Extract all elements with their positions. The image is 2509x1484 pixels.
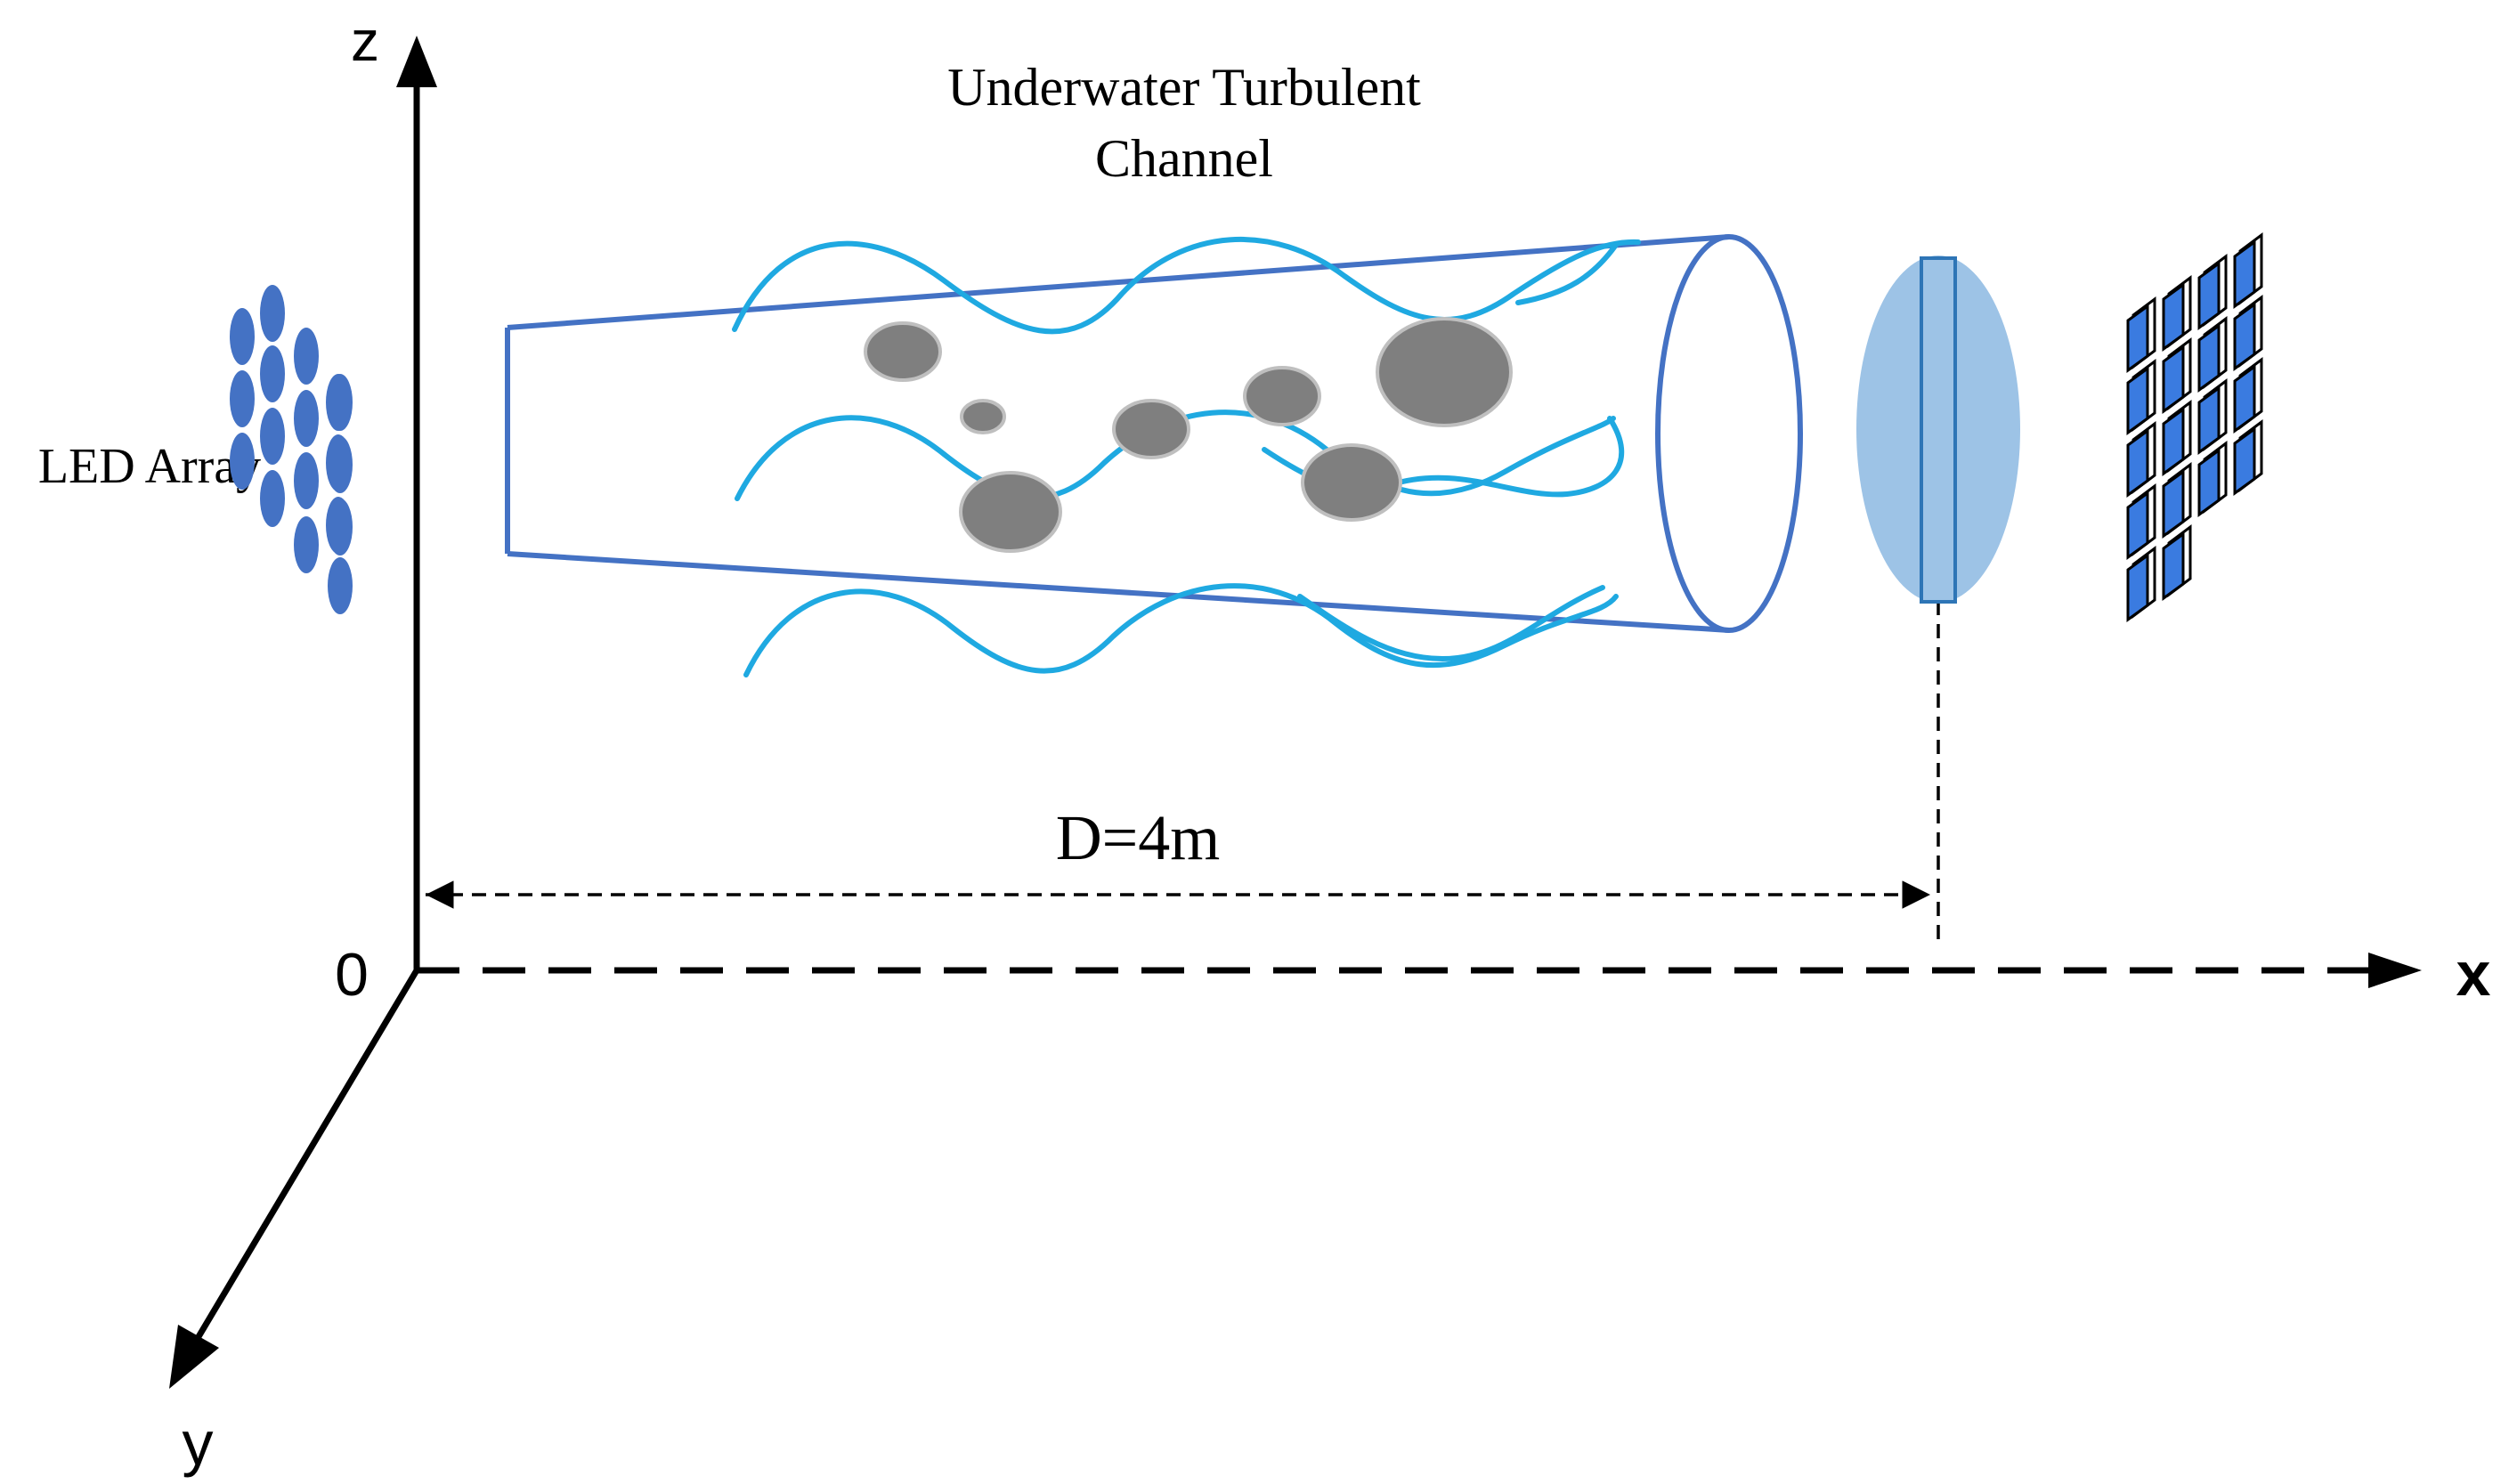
channel-title-line2: Channel [1095, 129, 1273, 188]
distance-dimension: D=4m [426, 601, 1940, 942]
distance-label: D=4m [1056, 802, 1221, 873]
detector-cell [2197, 448, 2221, 517]
detector-cell [2197, 385, 2221, 455]
particle [1112, 399, 1190, 459]
detector-cell [2233, 364, 2256, 434]
channel-cylinder [505, 234, 1803, 633]
y-axis-line [191, 969, 420, 1346]
detector-cell [2126, 553, 2149, 622]
particle [1243, 366, 1321, 426]
detector-cell [2126, 366, 2149, 435]
y-axis-arrow [169, 1325, 219, 1389]
particle [864, 321, 942, 382]
detector-cell [2162, 531, 2185, 601]
detector-cell [2162, 469, 2185, 539]
channel-title-line1: Underwater Turbulent [947, 58, 1421, 117]
detector-cell [2126, 428, 2149, 498]
particle [1301, 443, 1402, 522]
lens-icon [1856, 255, 2020, 604]
z-axis-arrow [396, 36, 437, 87]
led-array-front-column [328, 374, 353, 614]
axis-z-label: z [351, 9, 379, 73]
detector-cell [2126, 304, 2149, 373]
channel-end-ellipse [1655, 234, 1803, 633]
axis-y-label: y [183, 1408, 214, 1478]
particle [1376, 317, 1513, 427]
axis-x-label: x [2456, 939, 2491, 1009]
detector-array-icon [2126, 232, 2263, 622]
x-axis-arrow [2368, 953, 2422, 988]
particle [959, 471, 1062, 553]
detector-cell [2233, 302, 2256, 371]
detector-cell [2233, 426, 2256, 496]
turbulence-waves [732, 236, 1641, 677]
detector-cell [2162, 282, 2185, 352]
particle [960, 399, 1006, 434]
detector-cell [2162, 345, 2185, 414]
detector-cell [2126, 491, 2149, 560]
axes: z x y 0 [169, 9, 2491, 1478]
detector-cell [2197, 261, 2221, 330]
detector-cell [2162, 407, 2185, 476]
led-array-label: LED Array [38, 439, 261, 494]
particles [864, 317, 1513, 553]
detector-cell [2233, 239, 2256, 309]
detector-cell [2197, 323, 2221, 393]
origin-label: 0 [335, 941, 369, 1009]
